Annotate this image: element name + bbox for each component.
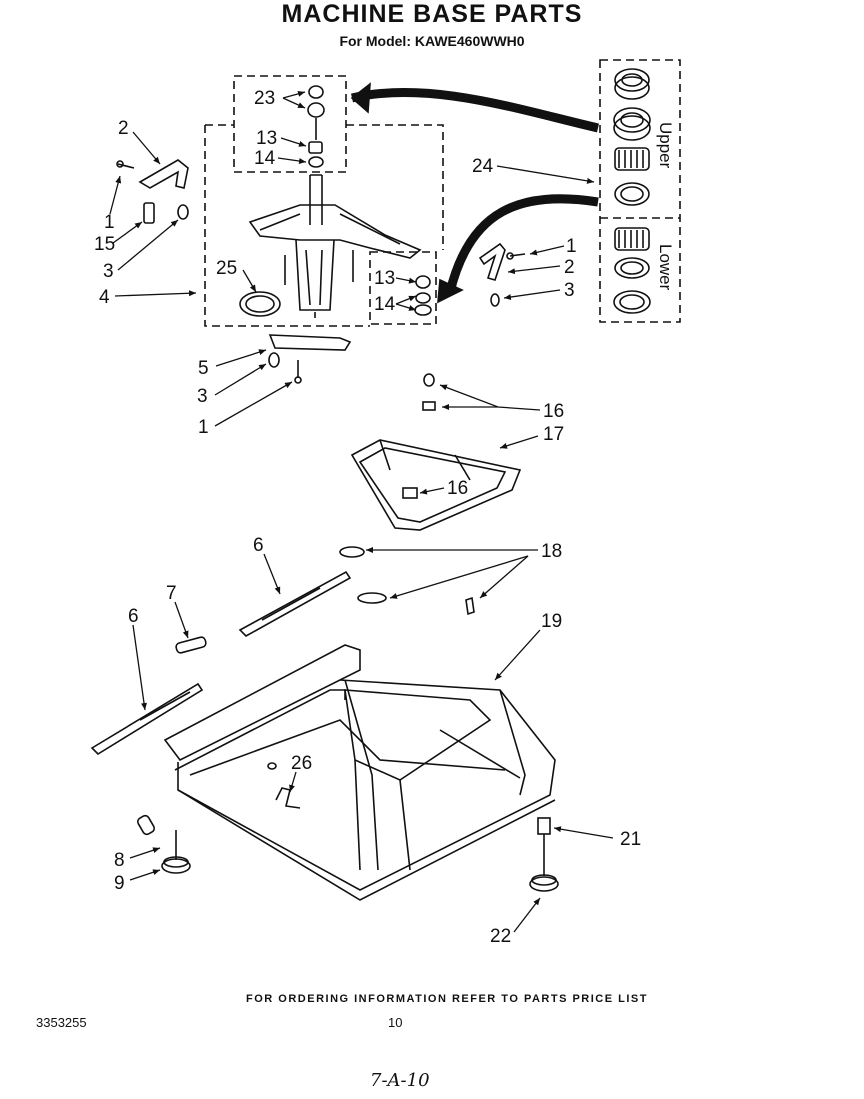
- callout-22: 22: [490, 926, 511, 947]
- left-leveling-leg: [136, 814, 191, 874]
- upper-bearing-label: Upper: [656, 122, 675, 169]
- support-pads: [339, 546, 475, 616]
- callout-7: 7: [166, 583, 177, 604]
- callout-5: 5: [198, 358, 209, 379]
- small-bracket-7: [175, 636, 207, 654]
- callout-4: 4: [99, 287, 110, 308]
- callout-13-lower: 13: [374, 268, 395, 289]
- bottom-bracket-hardware: [268, 334, 352, 384]
- callout-3: 3: [103, 261, 114, 282]
- callout-19: 19: [541, 611, 562, 632]
- page-number: 10: [388, 1015, 403, 1030]
- callout-numbers: 23 13 14 2 1 15 3 25 4 24 1 2 3 13 14 5 …: [94, 88, 641, 947]
- callout-25: 25: [216, 258, 237, 279]
- callout-6-lower: 6: [128, 606, 139, 627]
- callout-1: 1: [104, 212, 115, 233]
- machine-base-frame: [163, 644, 556, 901]
- seal-group-box-lower: [369, 251, 437, 325]
- left-bracket-hardware: [116, 159, 189, 224]
- shaft-seals-top: [307, 85, 325, 168]
- parts-diagram: Upper Lower 23 13 14 2 1 15 3 25 4 24 1 …: [90, 59, 681, 947]
- callout-9: 9: [114, 873, 125, 894]
- callout-24: 24: [472, 156, 494, 177]
- callout-18: 18: [541, 541, 562, 562]
- callout-2-right: 2: [564, 257, 575, 278]
- callout-2: 2: [118, 118, 129, 139]
- ordering-note: FOR ORDERING INFORMATION REFER TO PARTS …: [246, 993, 648, 1005]
- callout-8: 8: [114, 850, 125, 871]
- bearing-inset-box: [599, 59, 681, 323]
- callout-14: 14: [254, 148, 276, 169]
- callout-13: 13: [256, 128, 277, 149]
- lower-bearing-label: Lower: [656, 244, 675, 291]
- callout-16: 16: [543, 401, 564, 422]
- upper-bearings: [613, 68, 651, 206]
- handwritten-note: 7-A-10: [370, 1070, 430, 1091]
- drive-assembly-box: [204, 124, 444, 327]
- callout-26: 26: [291, 753, 312, 774]
- callout-15: 15: [94, 234, 115, 255]
- callout-6-upper: 6: [253, 535, 264, 556]
- model-subtitle: For Model: KAWE460WWH0: [339, 33, 525, 49]
- big-arrow-upper: [350, 88, 600, 133]
- callout-16-pad: 16: [447, 478, 468, 499]
- lower-bearings: [613, 227, 651, 314]
- page-title: MACHINE BASE PARTS: [281, 0, 583, 28]
- right-leveling-leg: [529, 817, 559, 892]
- transmission-spider: [248, 174, 422, 318]
- seals-lower: [414, 275, 432, 316]
- big-arrow-lower-head: [437, 278, 464, 304]
- drive-belt-ring: [239, 291, 281, 317]
- right-bracket-hardware: [478, 242, 526, 307]
- callout-21: 21: [620, 829, 641, 850]
- seal-group-box-top: [233, 75, 347, 173]
- big-arrow-lower: [445, 194, 599, 294]
- big-arrow-upper-head: [350, 82, 371, 114]
- callout-1-right: 1: [566, 236, 577, 257]
- callout-17: 17: [543, 424, 564, 445]
- callout-23: 23: [254, 88, 275, 109]
- leader-lines: [109, 90, 614, 933]
- document-number: 3353255: [36, 1015, 87, 1030]
- callout-14-lower: 14: [374, 294, 396, 315]
- callout-1-lower: 1: [198, 417, 209, 438]
- tub-support-frame: [350, 373, 522, 531]
- rail-bracket-upper: [238, 570, 352, 637]
- callout-3-lower: 3: [197, 386, 208, 407]
- rail-bracket-lower: [90, 682, 204, 756]
- callout-3-right: 3: [564, 280, 575, 301]
